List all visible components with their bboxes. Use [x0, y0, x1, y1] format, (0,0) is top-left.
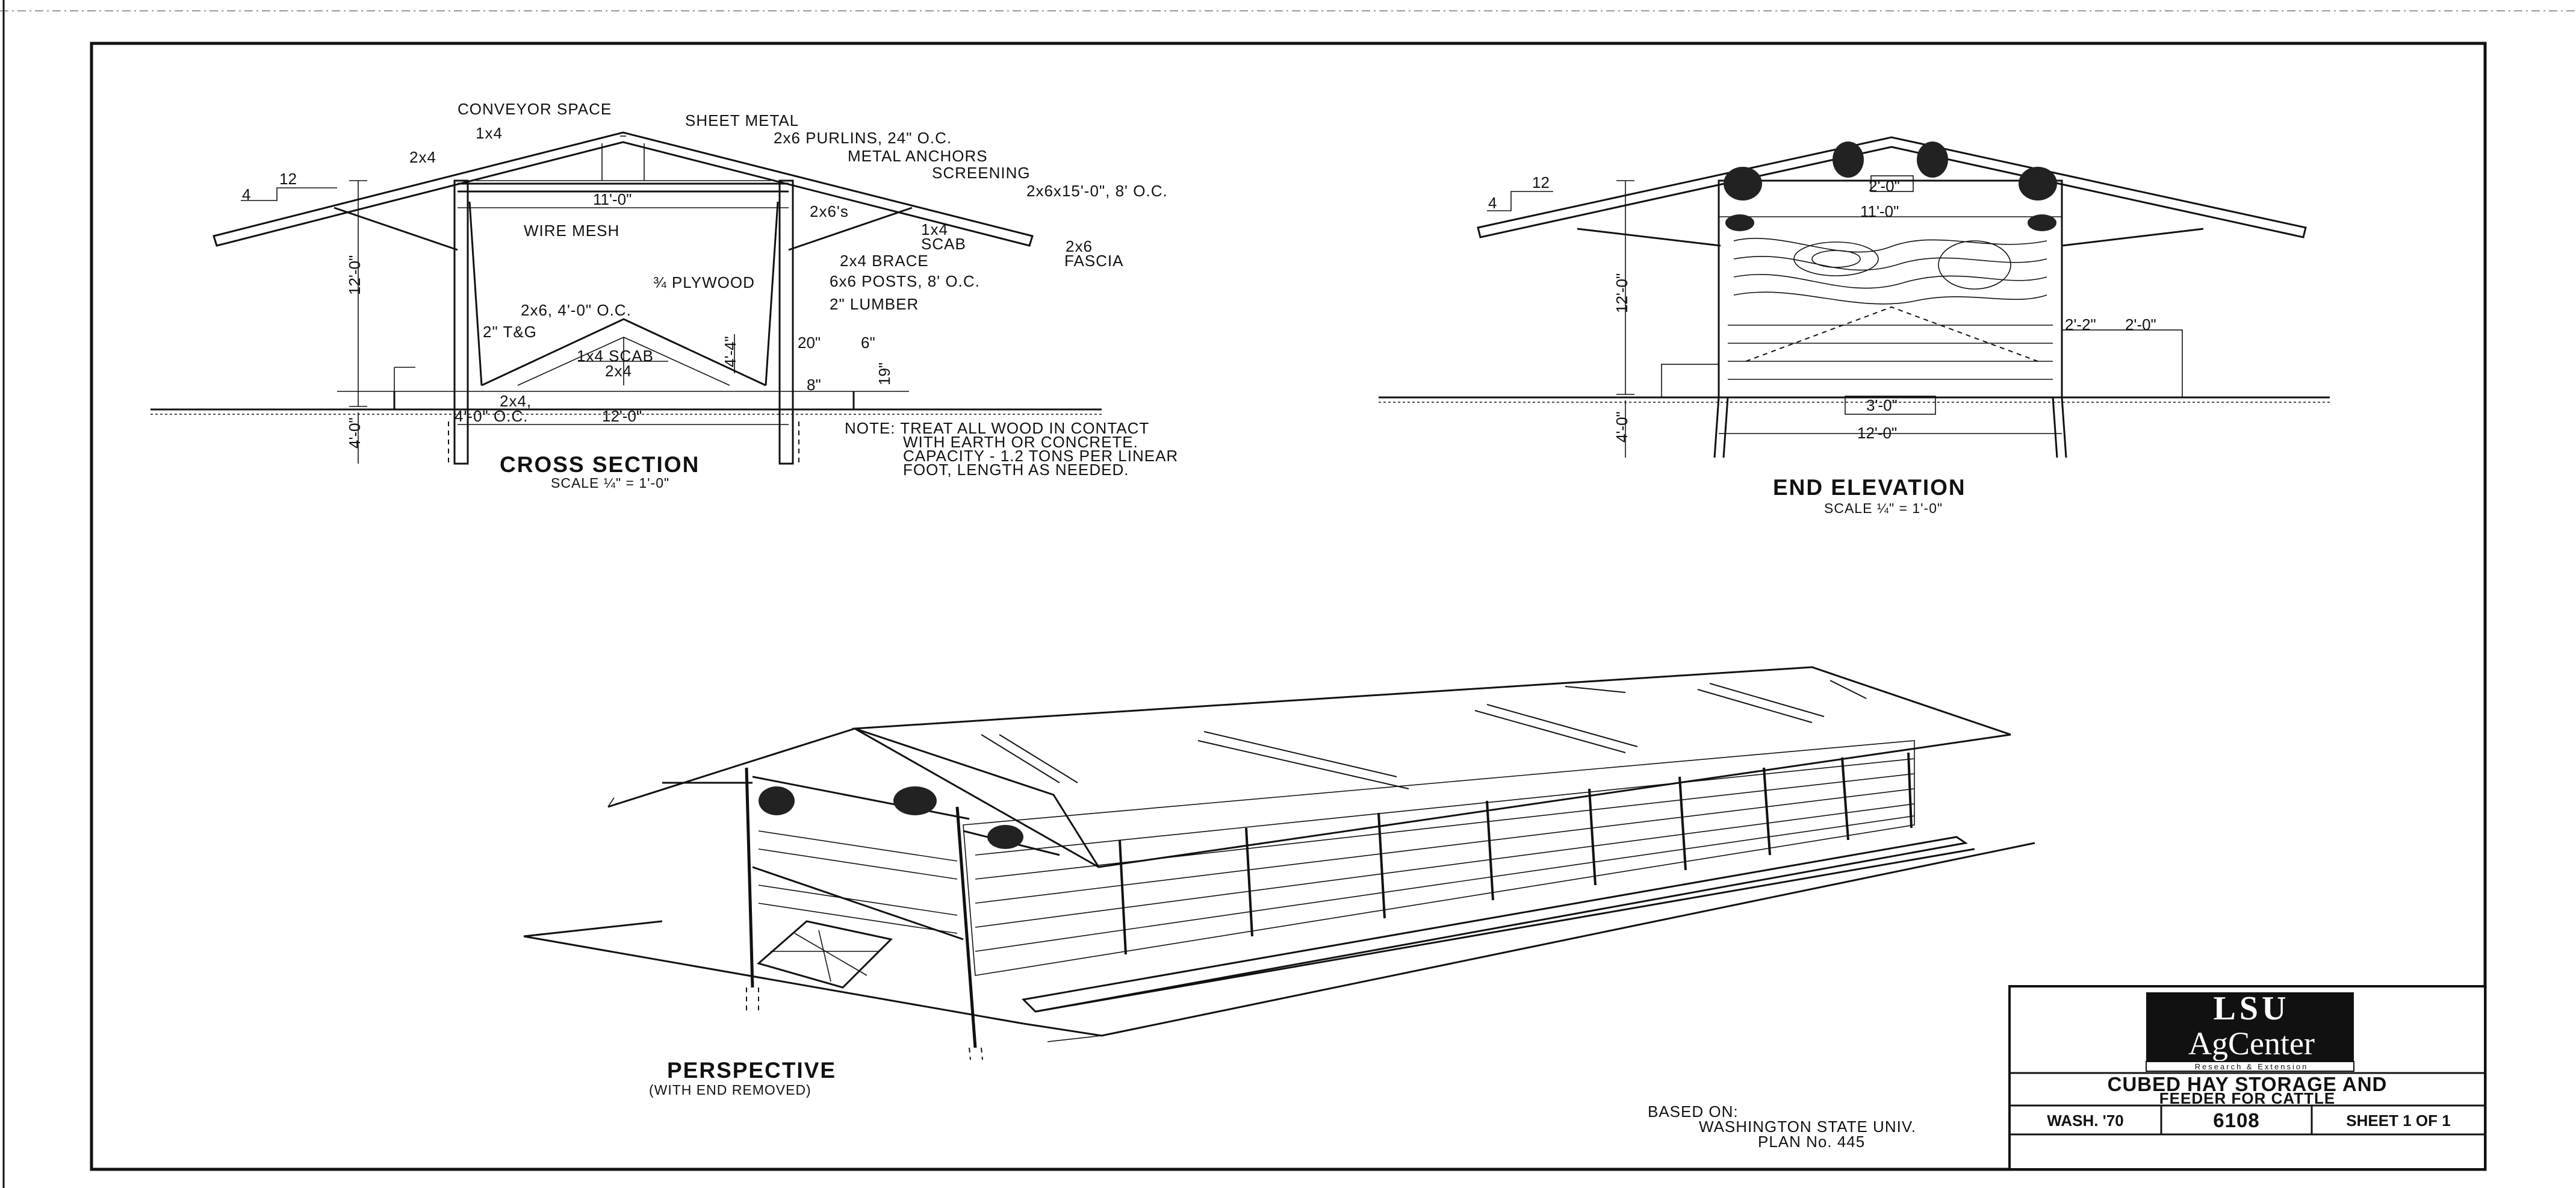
cs-label-scab-1x4: 1x4	[921, 220, 948, 238]
cs-label-tg: 2" T&G	[483, 323, 537, 341]
cs-label-1x4: 1x4	[476, 124, 503, 142]
ee-pitch-run: 12	[1532, 173, 1550, 191]
ee-dim-trough-a: 2'-2"	[2065, 316, 2096, 334]
title-block: LSU AgCenter Research & Extension CUBED …	[2008, 985, 2486, 1171]
cs-dim-trough-h: 4'-4"	[721, 336, 739, 367]
cs-note-line-4: FOOT, LENGTH AS NEEDED.	[903, 461, 1129, 479]
cs-label-screening: SCREENING	[932, 164, 1031, 182]
cs-label-sill-spacing: 4'-0" O.C.	[455, 407, 528, 425]
sheet-border	[90, 42, 2487, 1171]
logo-agcenter: AgCenter	[2188, 1025, 2315, 1062]
cs-dim-8: 8"	[807, 376, 821, 394]
ee-pitch-rise: 4	[1488, 194, 1497, 212]
cs-dim-base: 12'-0"	[602, 407, 642, 425]
based-on-line-3: PLAN No. 445	[1758, 1133, 1865, 1151]
lsu-agcenter-logo: LSU AgCenter Research & Extension	[2146, 990, 2354, 1072]
cs-label-2x6s: 2x6's	[810, 202, 849, 220]
based-on-line-1: BASED ON:	[1648, 1102, 1739, 1121]
cs-dim-height: 12'-0"	[346, 255, 364, 295]
pitch-rise: 4	[242, 185, 250, 204]
based-on-line-2: WASHINGTON STATE UNIV.	[1699, 1118, 1916, 1136]
cs-scale: SCALE ¼" = 1'-0"	[551, 475, 669, 491]
cs-label-sheet-metal: SHEET METAL	[685, 111, 799, 129]
ee-dim-base: 12'-0"	[1857, 424, 1897, 442]
ee-dim-trough-b: 2'-0"	[2125, 316, 2156, 334]
ee-dim-span: 11'-0"	[1860, 202, 1899, 220]
cs-label-conveyor-space: CONVEYOR SPACE	[458, 100, 612, 118]
cs-dim-20: 20"	[798, 334, 821, 352]
cs-label-rafters: 2x6x15'-0", 8' O.C.	[1026, 182, 1168, 200]
cs-label-brace: 2x4 BRACE	[840, 252, 929, 270]
cs-label-inner-2x4: 2x4	[605, 362, 632, 380]
cs-dim-19: 19"	[875, 362, 893, 385]
cross-section-drawing: 4 12	[151, 100, 1178, 491]
cs-label-purlins: 2x6 PURLINS, 24" O.C.	[774, 129, 952, 147]
cs-dim-footing: 4'-0"	[346, 417, 364, 449]
cs-label-wire-mesh: WIRE MESH	[524, 222, 619, 240]
cs-label-lumber: 2" LUMBER	[830, 295, 919, 313]
cs-label-trough-joist: 2x6, 4'-0" O.C.	[521, 301, 632, 319]
cs-label-scab: SCAB	[921, 235, 966, 253]
cs-note-line-2: WITH EARTH OR CONCRETE.	[903, 433, 1138, 451]
cs-label-metal-anchors: METAL ANCHORS	[848, 147, 988, 165]
logo-lsu: LSU	[2214, 990, 2290, 1027]
based-on-note: BASED ON: WASHINGTON STATE UNIV. PLAN No…	[1648, 1102, 1916, 1151]
cs-note-line-3: CAPACITY - 1.2 TONS PER LINEAR	[903, 447, 1178, 465]
cs-dim-6: 6"	[861, 334, 875, 352]
ee-scale: SCALE ¼" = 1'-0"	[1824, 500, 1943, 516]
cs-label-posts: 6x6 POSTS, 8' O.C.	[830, 272, 980, 290]
ee-dim-footing: 4'-0"	[1613, 411, 1631, 443]
cs-dim-span: 11'-0"	[593, 190, 632, 208]
ee-dim-door: 3'-0"	[1866, 396, 1898, 414]
persp-subtitle: (WITH END REMOVED)	[649, 1082, 812, 1098]
cs-label-fascia-size: 2x6	[1066, 237, 1093, 255]
end-elevation-drawing: 4 12 2'-0" 11'-0"	[1379, 136, 2330, 516]
pitch-run: 12	[279, 170, 297, 188]
logo-subtitle: Research & Extension	[2195, 1062, 2309, 1071]
ee-title: END ELEVATION	[1773, 475, 1966, 500]
drawing-origin: WASH. '70	[2047, 1112, 2124, 1130]
cs-label-plywood: ¾ PLYWOOD	[653, 273, 755, 291]
cs-label-2x4: 2x4	[409, 148, 436, 166]
cs-title: CROSS SECTION	[500, 452, 700, 477]
drawing-title-line-2: FEEDER FOR CATTLE	[2159, 1089, 2335, 1107]
cs-label-inner-scab: 1x4 SCAB	[577, 347, 654, 365]
persp-title: PERSPECTIVE	[667, 1058, 836, 1083]
drawing-title-line-1: CUBED HAY STORAGE AND	[2108, 1073, 2388, 1095]
perspective-drawing: PERSPECTIVE (WITH END REMOVED)	[523, 666, 2035, 1098]
drawing-sheet-number: SHEET 1 OF 1	[2346, 1112, 2450, 1130]
drawing-plan-number: 6108	[2213, 1109, 2259, 1131]
ee-dim-height: 12'-0"	[1613, 273, 1631, 313]
cs-label-fascia: FASCIA	[1064, 252, 1123, 270]
cs-label-sill: 2x4,	[500, 392, 532, 410]
cs-note-line-1: NOTE: TREAT ALL WOOD IN CONTACT	[845, 419, 1149, 437]
